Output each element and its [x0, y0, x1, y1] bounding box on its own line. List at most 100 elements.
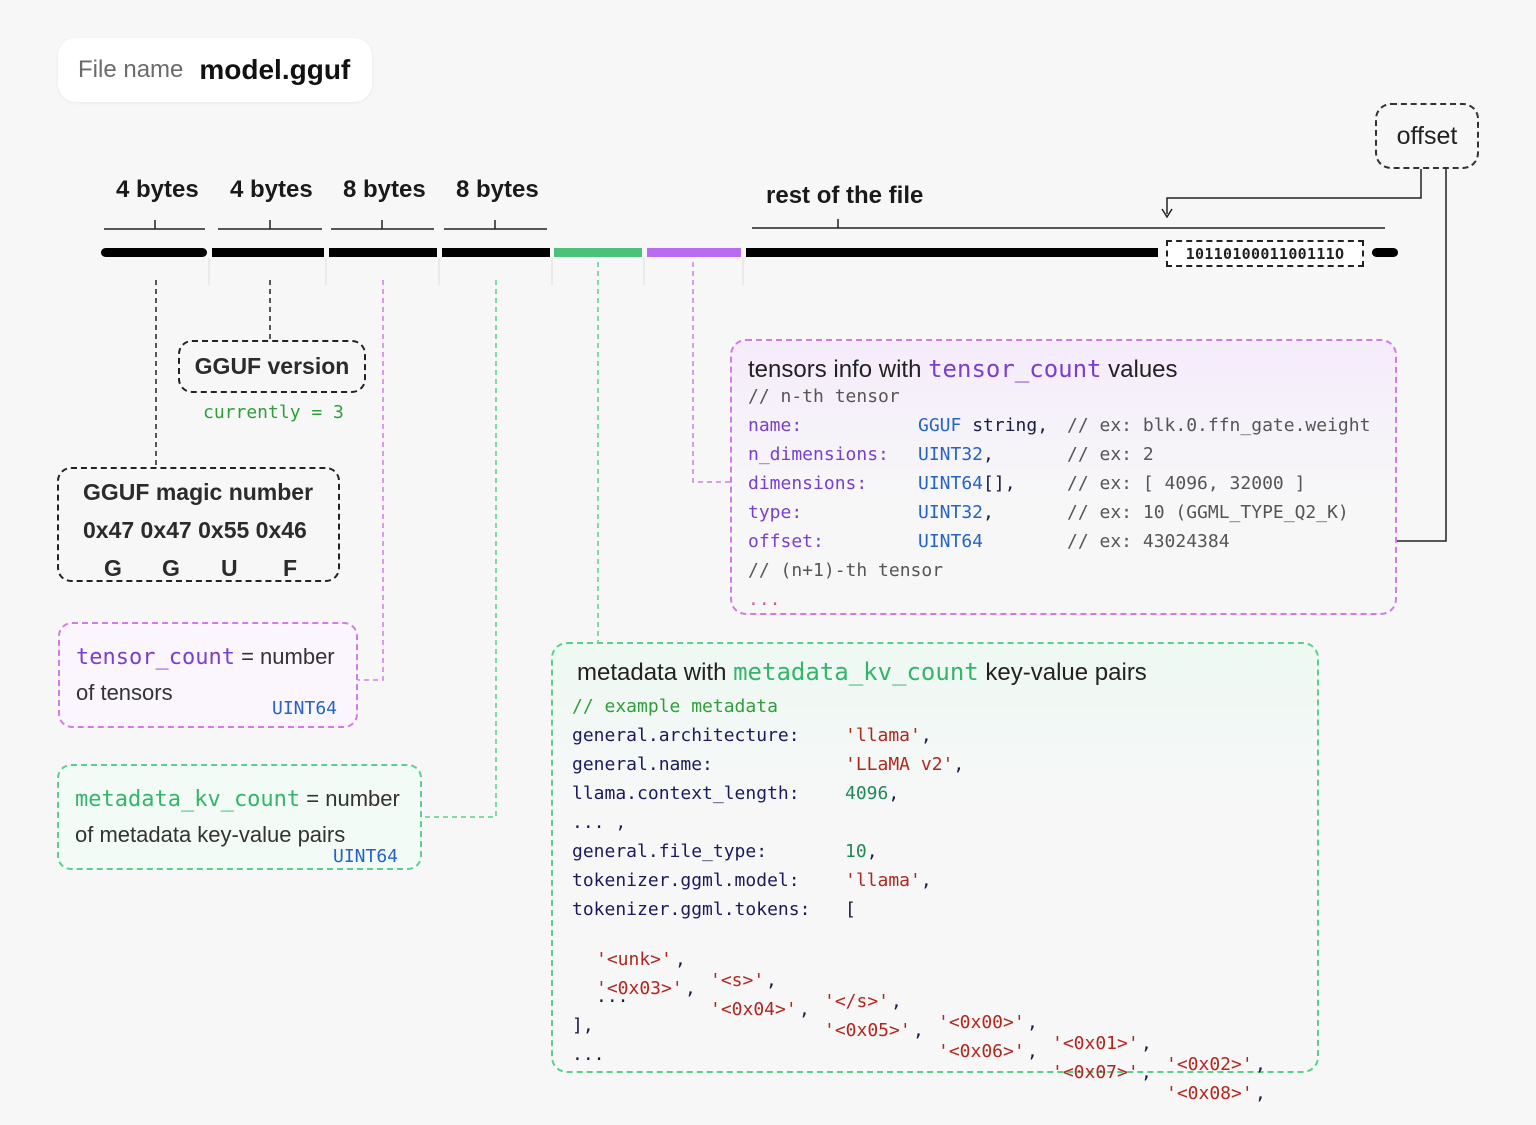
metadata-title: metadata with metadata_kv_count key-valu…: [577, 658, 1147, 686]
metadata-ellipsis-row: ... ,: [572, 812, 627, 833]
tensor-count-name: tensor_count: [76, 645, 235, 670]
tokens-ellipsis: ...: [596, 986, 629, 1007]
connector-tensors-info: [692, 262, 730, 483]
tensor-field-comment: // ex: 43024384: [1067, 531, 1230, 552]
token-item: '<0x08>': [1166, 1083, 1253, 1104]
token-item: '</s>': [824, 991, 890, 1012]
tensor-field-type: UINT64[],: [918, 473, 1016, 494]
gguf-magic-box: GGUF magic number 0x47 0x47 0x55 0x46 G …: [57, 467, 340, 582]
token-item: '<0x03>': [596, 978, 683, 999]
connector-kv-count: [422, 280, 497, 818]
tensors-info-box: tensors info with tensor_count values //…: [730, 339, 1397, 615]
tensors-comment-bottom: // (n+1)-th tensor: [748, 560, 944, 581]
token-item: '<0x06>': [938, 1041, 1025, 1062]
metadata-key: general.name:: [572, 754, 713, 775]
metadata-key: general.file_type:: [572, 841, 768, 862]
tensor-field-key: offset:: [748, 531, 824, 552]
tensors-comment-top: // n-th tensor: [748, 386, 900, 407]
tensor-count-box: tensor_count = number of tensors UINT64: [58, 622, 358, 728]
metadata-comment: // example metadata: [572, 696, 778, 717]
gguf-version-note: currently = 3: [203, 402, 344, 423]
bracket-1: [104, 220, 205, 230]
metadata-value: 'llama',: [845, 725, 932, 746]
token-item: '<unk>': [596, 949, 672, 970]
segment-size-label-3: 8 bytes: [343, 176, 426, 203]
tensor-count-eq: = number: [241, 644, 335, 669]
bracket-3: [331, 220, 434, 230]
token-item: '<s>': [710, 970, 765, 991]
file-name-value: model.gguf: [199, 54, 351, 85]
kv-count-name: metadata_kv_count: [75, 787, 301, 812]
token-row: '<0x03>', '<0x04>', '<0x05>', '<0x06>', …: [596, 978, 1266, 1104]
metadata-value: 10,: [845, 841, 878, 862]
metadata-ellipsis: ...: [572, 1044, 605, 1065]
token-item: '<0x07>': [1052, 1062, 1139, 1083]
token-item: '<0x05>': [824, 1020, 911, 1041]
magic-letter: G: [162, 555, 180, 581]
kv-count-box: metadata_kv_count = number of metadata k…: [57, 764, 422, 870]
token-item: '<0x00>': [938, 1012, 1025, 1033]
metadata-box: metadata with metadata_kv_count key-valu…: [551, 642, 1319, 1104]
bar-segment-magic: [101, 248, 207, 257]
tensor-count-type: UINT64: [272, 698, 338, 719]
bar-segment-kv-count: [442, 248, 550, 257]
magic-letter: F: [283, 555, 298, 581]
tensor-field-type: UINT32,: [918, 502, 994, 523]
tensor-field-comment: // ex: 2: [1067, 444, 1154, 465]
magic-bytes: 0x47 0x47 0x55 0x46: [83, 517, 307, 543]
metadata-value: [: [845, 899, 856, 920]
tensor-field-key: n_dimensions:: [748, 444, 889, 465]
token-item: '<0x01>': [1052, 1033, 1139, 1054]
token-item: '<0x04>': [710, 999, 797, 1020]
metadata-key: llama.context_length:: [572, 783, 800, 804]
binary-value-box: 1011010001100111O: [1166, 240, 1364, 267]
token-item: '<0x02>': [1166, 1054, 1253, 1075]
tensor-field-type: UINT32,: [918, 444, 994, 465]
kv-count-desc: of metadata key-value pairs: [75, 822, 346, 847]
gguf-version-box: GGUF version: [178, 340, 366, 393]
tensors-info-title: tensors info with tensor_count values: [748, 355, 1178, 383]
bracket-rest: [752, 219, 1385, 229]
segment-size-label-1: 4 bytes: [116, 176, 199, 203]
tensors-ellipsis: ...: [748, 589, 781, 610]
token-row: '<unk>', '<s>', '</s>', '<0x00>', '<0x01…: [596, 949, 1266, 1075]
magic-letter: U: [221, 555, 238, 581]
bar-segment-tensor-count: [329, 248, 437, 257]
kv-count-eq: = number: [306, 786, 400, 811]
file-name-label: File name: [78, 56, 184, 83]
metadata-key: tokenizer.ggml.tokens:: [572, 899, 811, 920]
tensor-field-key: type:: [748, 502, 803, 523]
metadata-title-code: metadata_kv_count: [733, 658, 979, 686]
tensor-field-comment: // ex: [ 4096, 32000 ]: [1067, 473, 1306, 494]
segment-size-label-4: 8 bytes: [456, 176, 539, 203]
bar-segment-version: [212, 248, 324, 257]
bracket-4: [444, 220, 547, 230]
bracket-2: [218, 220, 322, 230]
bar-segment-end: [1372, 248, 1398, 257]
metadata-key: tokenizer.ggml.model:: [572, 870, 800, 891]
rest-of-file-label: rest of the file: [766, 182, 924, 209]
segment-size-label-2: 4 bytes: [230, 176, 313, 203]
tensor-field-key: dimensions:: [748, 473, 868, 494]
tokens-close: ],: [572, 1015, 594, 1036]
magic-letter: G: [104, 555, 122, 581]
connector-tensor-count: [358, 280, 384, 681]
file-name-pill: File name model.gguf: [58, 38, 372, 102]
metadata-value: 'llama',: [845, 870, 932, 891]
tensor-count-desc: of tensors: [76, 680, 173, 705]
segment-brackets: [104, 219, 1385, 230]
magic-title: GGUF magic number: [83, 479, 314, 505]
bar-segment-metadata: [554, 248, 642, 257]
kv-count-type: UINT64: [333, 846, 399, 867]
offset-box: offset: [1375, 103, 1479, 169]
byte-bar: [101, 248, 1398, 257]
metadata-key: general.architecture:: [572, 725, 800, 746]
bar-segment-tensors-info: [647, 248, 741, 257]
tensor-field-type: GGUF string,: [918, 415, 1049, 436]
metadata-value: 'LLaMA v2',: [845, 754, 965, 775]
bar-segment-rest: [746, 248, 1158, 257]
metadata-value: 4096,: [845, 783, 900, 804]
tensor-field-comment: // ex: 10 (GGML_TYPE_Q2_K): [1067, 502, 1349, 523]
tensors-info-title-code: tensor_count: [928, 355, 1102, 383]
